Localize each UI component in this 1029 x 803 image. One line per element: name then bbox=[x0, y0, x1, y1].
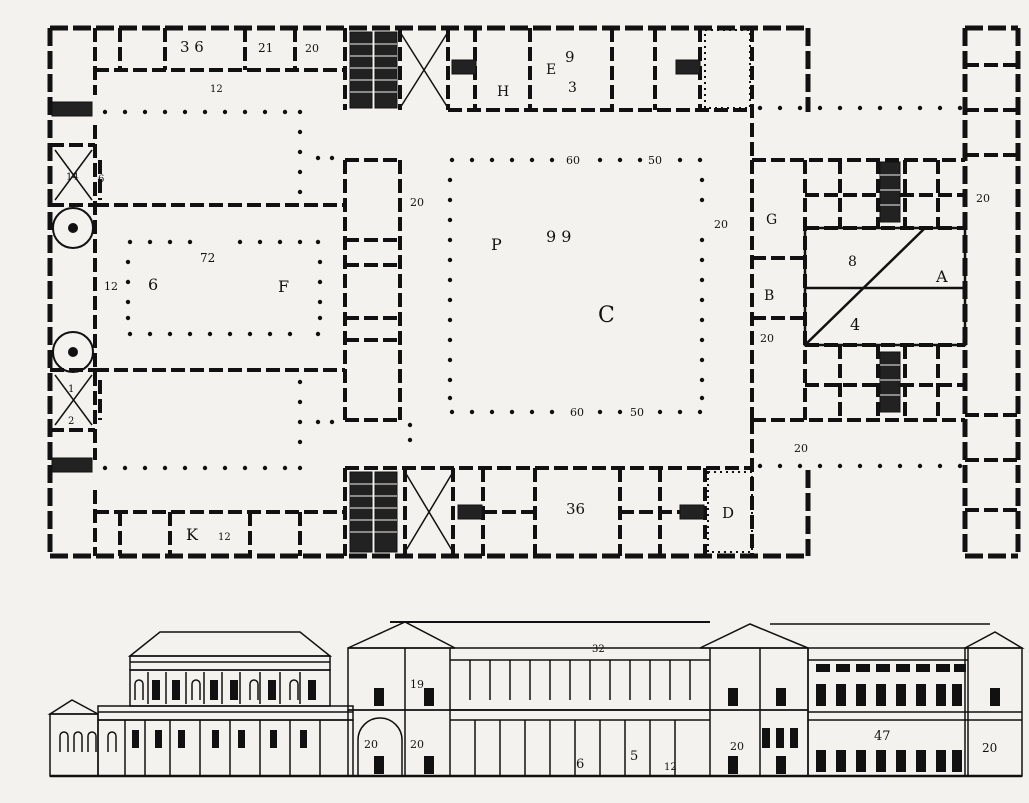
dim-f-72: 72 bbox=[200, 251, 215, 265]
label-p: P bbox=[491, 235, 502, 254]
dim-c-60-top: 60 bbox=[566, 154, 580, 167]
colonnades bbox=[102, 105, 963, 471]
spiral-stairs bbox=[52, 207, 94, 373]
label-f: F bbox=[278, 277, 289, 296]
dim-k-12: 12 bbox=[218, 532, 231, 543]
dim-c-20-left: 20 bbox=[410, 196, 424, 209]
elev-label-20-a: 20 bbox=[364, 738, 378, 751]
label-b: B bbox=[764, 288, 774, 304]
dim-n-12: 12 bbox=[210, 84, 223, 95]
elevation-labels: 20 20 20 20 19 47 6 5 12 32 bbox=[364, 644, 997, 773]
forecourt-colonnades bbox=[102, 105, 963, 471]
label-k: K bbox=[186, 525, 199, 544]
elev-label-19: 19 bbox=[410, 678, 424, 691]
dim-nw-20: 20 bbox=[305, 42, 319, 55]
label-h: H bbox=[497, 84, 509, 100]
dim-court-20: 20 bbox=[794, 442, 808, 455]
stippled-rooms bbox=[704, 29, 753, 553]
dim-a-8: 8 bbox=[848, 254, 857, 270]
west-end-wing bbox=[47, 699, 99, 777]
elev-label-20-b: 20 bbox=[410, 738, 424, 751]
dim-east-20: 20 bbox=[976, 192, 990, 205]
label-d: D bbox=[722, 504, 734, 522]
elev-label-47: 47 bbox=[874, 729, 891, 744]
room-a-square bbox=[803, 226, 967, 347]
label-e: E bbox=[546, 62, 556, 78]
dim-west-6: 6 bbox=[98, 174, 104, 185]
north-range bbox=[93, 28, 754, 160]
plan-outer-walls bbox=[47, 25, 1021, 559]
dim-west-1: 1 bbox=[68, 384, 74, 395]
label-a: A bbox=[935, 267, 948, 286]
dim-nw-36: 3 6 bbox=[180, 38, 204, 56]
west-wing bbox=[50, 125, 345, 460]
dim-c-60-bottom: 60 bbox=[570, 406, 584, 419]
dim-f-6: 6 bbox=[148, 275, 158, 294]
dim-east-20-b: 20 bbox=[760, 332, 774, 345]
central-block bbox=[343, 158, 402, 422]
dim-c-50-top: 50 bbox=[648, 154, 662, 167]
central-block-elevation bbox=[347, 621, 809, 777]
dim-c-20-right: 20 bbox=[714, 218, 728, 231]
east-block-elevation bbox=[770, 623, 1025, 777]
elev-label-20-c: 20 bbox=[730, 740, 744, 753]
dim-e-9: 9 bbox=[565, 48, 575, 66]
west-pavilion-elevation bbox=[97, 631, 354, 777]
elev-label-6: 6 bbox=[576, 757, 584, 772]
elevation-arched-openings bbox=[59, 679, 299, 752]
floor-plan: A B C D E F G H K P 3 6 21 20 72 12 6 9 … bbox=[47, 25, 1021, 559]
dim-c-99: 9 9 bbox=[546, 227, 571, 246]
elev-label-5: 5 bbox=[630, 749, 638, 764]
dim-a-4: 4 bbox=[850, 315, 860, 334]
plan-labels: A B C D E F G H K P 3 6 21 20 72 12 6 9 … bbox=[66, 38, 990, 544]
dim-s-36: 36 bbox=[566, 500, 585, 518]
label-c: C bbox=[598, 303, 615, 328]
court-f-colonnade bbox=[125, 239, 323, 337]
elev-label-20-d: 20 bbox=[982, 741, 997, 755]
label-g: G bbox=[766, 212, 777, 228]
staircases bbox=[51, 31, 901, 553]
dim-west-14: 14 bbox=[66, 172, 79, 183]
stair-treads bbox=[350, 43, 900, 533]
elevation-windows bbox=[132, 664, 1000, 774]
dim-f-12: 12 bbox=[104, 280, 118, 293]
dim-nw-21: 21 bbox=[258, 41, 273, 55]
dim-west-2: 2 bbox=[68, 416, 74, 427]
front-elevation: 20 20 20 20 19 47 6 5 12 32 bbox=[47, 621, 1025, 778]
dim-c-50-bottom: 50 bbox=[630, 406, 644, 419]
elev-label-12: 12 bbox=[664, 762, 677, 773]
elev-label-32: 32 bbox=[592, 644, 605, 655]
cross-vaults bbox=[54, 31, 454, 553]
dim-e-3: 3 bbox=[568, 80, 577, 96]
court-c-colonnade bbox=[447, 157, 705, 415]
